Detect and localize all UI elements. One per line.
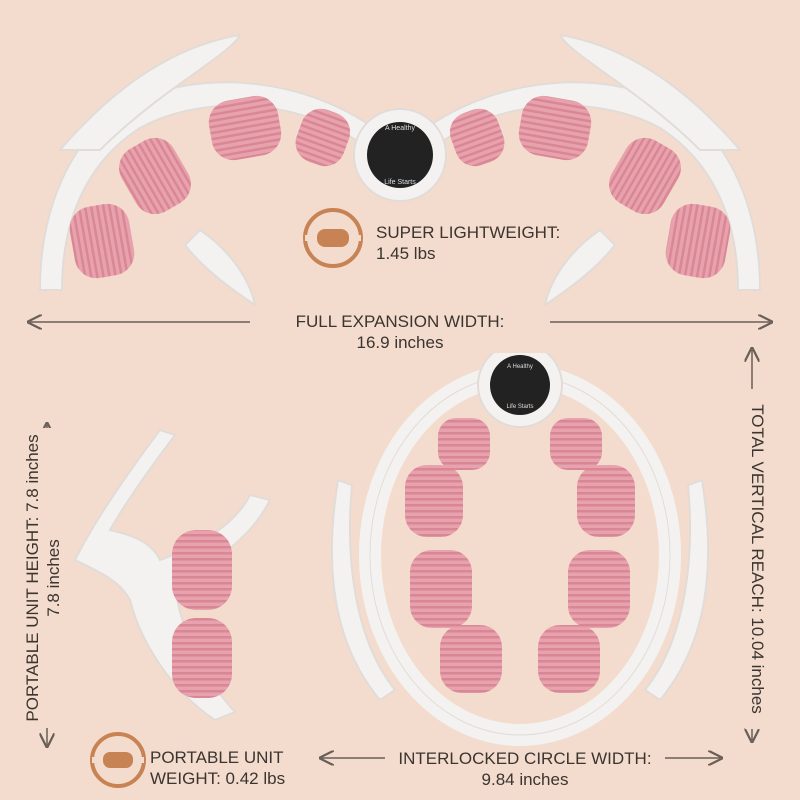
portable-height-label: PORTABLE UNIT HEIGHT: 7.8 inches 7.8 inc… [22, 428, 64, 728]
expanded-hoop: A Healthy Life Starts [38, 33, 762, 308]
vertical-reach-text: TOTAL VERTICAL REACH: 10.04 inches [748, 404, 767, 714]
roller [568, 550, 630, 628]
svg-text:A Healthy: A Healthy [507, 364, 533, 370]
counter-display [490, 355, 550, 415]
roller [172, 530, 232, 610]
roller [609, 137, 681, 215]
portable-height-line1: PORTABLE UNIT HEIGHT: 7.8 inches [23, 434, 42, 722]
right-horn [643, 478, 710, 702]
roller [69, 203, 135, 279]
portable-unit [73, 428, 272, 722]
roller [438, 418, 490, 470]
svg-text:Life Starts: Life Starts [506, 404, 533, 410]
roller [119, 137, 191, 215]
counter-text: A Healthy · Life Starts · Happy · Body [0, 0, 1, 1]
circle-width-label: INTERLOCKED CIRCLE WIDTH: 9.84 inches [385, 748, 665, 790]
roller [665, 203, 731, 279]
weight-label-line2: 1.45 lbs [376, 244, 436, 263]
portable-weight-line1: PORTABLE UNIT [150, 748, 284, 767]
roller [550, 418, 602, 470]
roller [577, 465, 635, 537]
right-tail [543, 228, 617, 308]
roller [449, 108, 505, 167]
weight-label: SUPER LIGHTWEIGHT: 1.45 lbs [376, 222, 560, 264]
left-horn [330, 478, 397, 702]
portable-weight-label: PORTABLE UNIT WEIGHT: 0.42 lbs [150, 747, 285, 789]
roller [518, 95, 592, 161]
portable-weight-line2: WEIGHT: 0.42 lbs [150, 769, 286, 788]
full-width-label: FULL EXPANSION WIDTH: 16.9 inches [250, 311, 550, 353]
svg-text:Life Starts: Life Starts [384, 179, 416, 186]
counter-display [367, 122, 433, 188]
full-width-label-line2: 16.9 inches [356, 333, 444, 352]
roller [208, 95, 282, 161]
svg-text:A Healthy: A Healthy [385, 125, 415, 132]
hoop-frame [359, 364, 681, 746]
roller [172, 618, 232, 698]
weight-icon [303, 208, 363, 268]
left-tail [183, 228, 257, 308]
roller [410, 550, 472, 628]
roller [405, 465, 463, 537]
portable-weight-icon [90, 732, 146, 788]
roller [295, 108, 351, 167]
circle-width-line2: 9.84 inches [481, 770, 569, 789]
interlocked-hoop: A Healthy Life Starts [330, 342, 710, 746]
full-width-label-line1: FULL EXPANSION WIDTH: [295, 312, 505, 331]
roller [538, 625, 600, 693]
vertical-reach-label: TOTAL VERTICAL REACH: 10.04 inches [745, 389, 767, 729]
roller [440, 625, 502, 693]
portable-height-line2: 7.8 inches [44, 539, 63, 617]
circle-width-line1: INTERLOCKED CIRCLE WIDTH: [398, 749, 652, 768]
weight-label-line1: SUPER LIGHTWEIGHT: [376, 223, 561, 242]
left-horn [57, 33, 242, 151]
right-horn [558, 33, 743, 151]
